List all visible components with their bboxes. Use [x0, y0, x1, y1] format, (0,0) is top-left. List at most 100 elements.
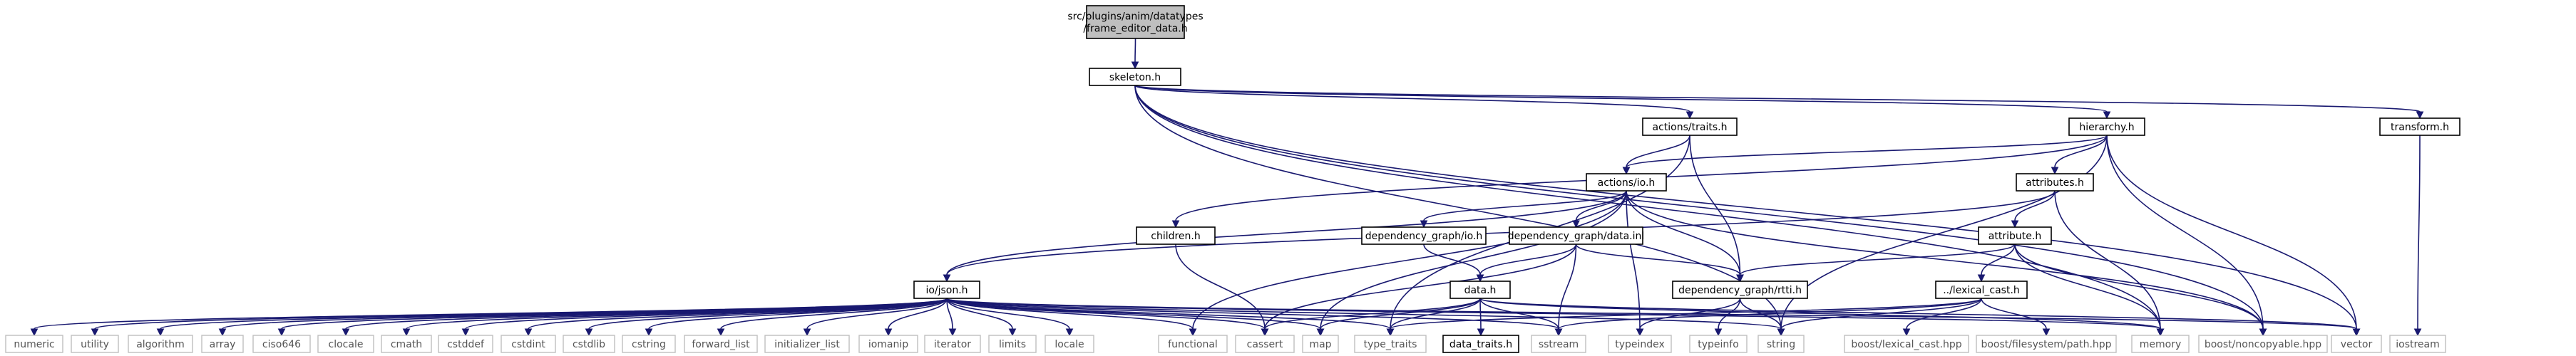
node-actions-io[interactable]: actions/io.h — [1586, 173, 1667, 192]
node-label: map — [1309, 339, 1331, 350]
node-label: /frame_editor_data.h — [1083, 23, 1187, 35]
edge-data-h-to-map — [1316, 298, 1481, 337]
node-box — [1509, 226, 1643, 245]
edge-line — [1479, 298, 1559, 330]
edge-attributes-to-memory — [2054, 190, 2165, 337]
node-clocale: clocale — [317, 335, 374, 353]
edge-io-json-to-initializer-list — [803, 298, 948, 337]
edge-line — [1626, 135, 1690, 168]
node-label: transform.h — [2391, 122, 2449, 133]
edge-arrowhead — [645, 328, 653, 337]
edge-transform-to-iostream — [2413, 135, 2422, 337]
edge-line — [1134, 85, 2421, 112]
edge-line — [2014, 244, 2264, 330]
node-box — [858, 335, 918, 353]
edge-io-json-to-algorithm — [156, 298, 948, 337]
node-label: clocale — [329, 339, 364, 350]
edge-line — [1718, 298, 1741, 330]
node-dg-io[interactable]: dependency_graph/io.h — [1361, 226, 1487, 245]
node-box — [764, 335, 850, 353]
edge-arrowhead — [30, 328, 39, 337]
node-box — [1361, 226, 1487, 245]
node-box — [1235, 335, 1295, 353]
edge-line — [1390, 298, 1481, 330]
node-label: array — [210, 339, 236, 350]
node-label: dependency_graph/io.h — [1365, 231, 1482, 242]
node-label: hierarchy.h — [2079, 122, 2134, 133]
node-box — [1935, 281, 2028, 299]
edge-arrowhead — [1736, 274, 1744, 283]
edge-line — [1739, 244, 2016, 276]
edge-line — [2054, 190, 2161, 330]
node-label: cstring — [632, 339, 666, 350]
edge-io-json-to-iterator — [946, 298, 957, 337]
edge-arrowhead — [1261, 328, 1269, 337]
node-data-h[interactable]: data.h — [1449, 281, 1511, 299]
node-label: string — [1767, 339, 1795, 350]
edge-hierarchy-to-attributes — [2051, 135, 2108, 175]
node-children[interactable]: children.h — [1136, 226, 1216, 245]
edge-arrowhead — [717, 328, 725, 337]
edge-line — [2054, 135, 2108, 168]
node-box — [684, 335, 758, 353]
edge-arrowhead — [803, 328, 811, 337]
edge-arrowhead — [1316, 328, 1325, 337]
edge-arrowhead — [1636, 328, 1644, 337]
node-label: actions/io.h — [1598, 177, 1656, 189]
edge-attribute-to-dg-rtti — [1736, 244, 2016, 283]
node-skeleton[interactable]: skeleton.h — [1089, 68, 1181, 86]
node-label: functional — [1168, 339, 1218, 350]
node-dg-rtti[interactable]: dependency_graph/rtti.h — [1672, 281, 1808, 299]
node-label: boost/filesystem/path.hpp — [1981, 339, 2111, 350]
node-hierarchy[interactable]: hierarchy.h — [2068, 117, 2145, 136]
node-string: string — [1757, 335, 1805, 353]
node-label: ciso646 — [262, 339, 301, 350]
edge-io-json-to-locale — [946, 298, 1074, 337]
edge-arrowhead — [2413, 328, 2422, 337]
node-label: boost/lexical_cast.hpp — [1851, 339, 1961, 350]
edge-arrowhead — [2352, 328, 2361, 337]
edge-line — [946, 298, 1559, 330]
node-box — [317, 335, 374, 353]
node-actions-traits[interactable]: actions/traits.h — [1642, 117, 1738, 136]
node-lexical-cast[interactable]: ../lexical_cast.h — [1935, 281, 2028, 299]
edge-lexical-cast-to-boost-fs — [1981, 298, 2051, 337]
node-label: typeindex — [1615, 339, 1665, 350]
node-attributes[interactable]: attributes.h — [2016, 173, 2094, 192]
edge-line — [1390, 298, 1982, 330]
edge-dg-data-inl-to-sstream — [1554, 244, 1577, 337]
node-label: dependency_graph/data.inl — [1508, 231, 1645, 242]
edge-attribute-to-lexical-cast — [1977, 244, 2016, 283]
node-box — [1689, 335, 1748, 353]
node-data-traits[interactable]: data_traits.h — [1442, 335, 1519, 353]
node-box — [913, 281, 980, 299]
node-box — [988, 335, 1037, 353]
edge-line — [1780, 298, 1982, 330]
edge-line — [946, 298, 1013, 330]
node-label: numeric — [14, 339, 54, 350]
node-label: algorithm — [136, 339, 185, 350]
node-iterator: iterator — [924, 335, 981, 353]
node-box — [2331, 335, 2382, 353]
edge-dg-data-inl-to-dg-rtti — [1575, 244, 1744, 283]
edge-arrowhead — [1477, 328, 1485, 337]
node-label: cstdlib — [573, 339, 605, 350]
edge-attributes-to-io-json — [943, 190, 2056, 283]
node-transform[interactable]: transform.h — [2379, 117, 2460, 136]
node-io-json[interactable]: io/json.h — [913, 281, 980, 299]
edge-io-json-to-cstring — [645, 298, 948, 337]
edge-arrowhead — [948, 328, 957, 337]
node-box — [438, 335, 493, 353]
edge-line — [720, 298, 948, 330]
node-label: limits — [999, 339, 1026, 350]
node-attribute[interactable]: attribute.h — [1978, 226, 2052, 245]
edge-line — [946, 298, 1391, 330]
node-dg-data-inl[interactable]: dependency_graph/data.inl — [1508, 226, 1645, 245]
edge-arrowhead — [1714, 328, 1723, 337]
edge-root-to-skeleton — [1131, 38, 1139, 70]
edge-line — [2014, 244, 2161, 330]
node-root[interactable]: src/plugins/anim/datatypes/frame_editor_… — [1067, 5, 1204, 39]
edge-skeleton-to-hierarchy — [1134, 85, 2111, 120]
node-cmath: cmath — [381, 335, 432, 353]
edge-line — [1626, 190, 2264, 330]
